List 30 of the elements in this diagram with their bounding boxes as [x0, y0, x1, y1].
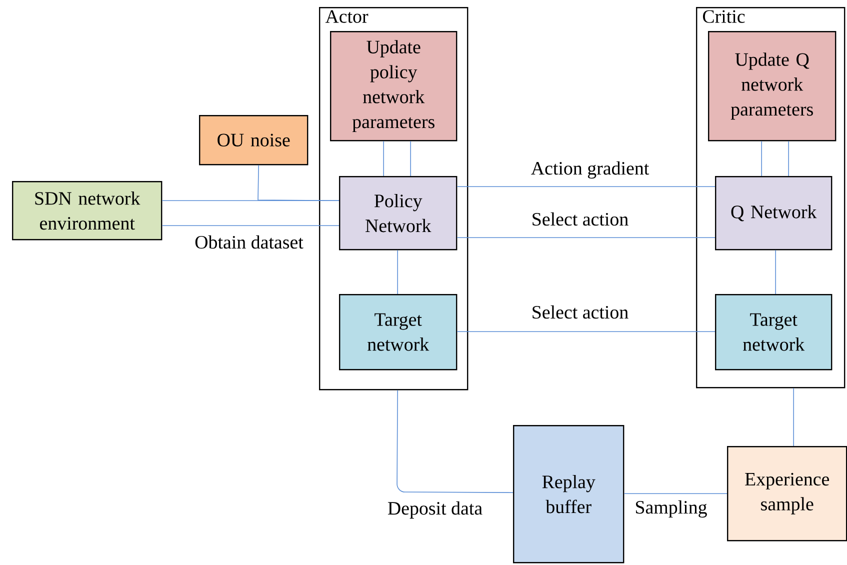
connector-line	[761, 140, 762, 176]
connector-line	[396, 390, 514, 493]
edge-label: Obtain dataset	[194, 234, 304, 250]
edge-label: Select action	[530, 211, 630, 227]
connector-line	[456, 186, 716, 187]
process-box: Update policy network parameters	[330, 31, 458, 142]
edge-label: Sampling	[634, 499, 708, 519]
process-box: Policy Network	[339, 176, 458, 250]
connector-line	[397, 250, 398, 294]
process-box: Target network	[339, 294, 458, 370]
process-box: Replay buffer	[513, 425, 624, 564]
process-box: Experience sample	[727, 446, 847, 542]
connector-line	[456, 237, 716, 238]
connector-line	[162, 225, 340, 226]
process-box: SDN network environment	[12, 181, 162, 240]
process-box: Update Q network parameters	[708, 31, 836, 142]
connector-line	[788, 140, 789, 176]
process-box: Target network	[715, 294, 832, 370]
edge-label: Select action	[530, 304, 630, 320]
connector-line	[624, 493, 728, 494]
connector-line	[793, 388, 794, 446]
process-box: Q Network	[715, 176, 832, 250]
edge-label: Action gradient	[530, 160, 650, 180]
connector-line	[162, 200, 340, 201]
process-box: OU noise	[199, 115, 308, 166]
edge-label: Deposit data	[386, 500, 484, 520]
connector-line	[775, 250, 776, 294]
connector-line	[383, 140, 384, 176]
connector-line	[410, 140, 411, 176]
connector-line	[456, 331, 716, 332]
